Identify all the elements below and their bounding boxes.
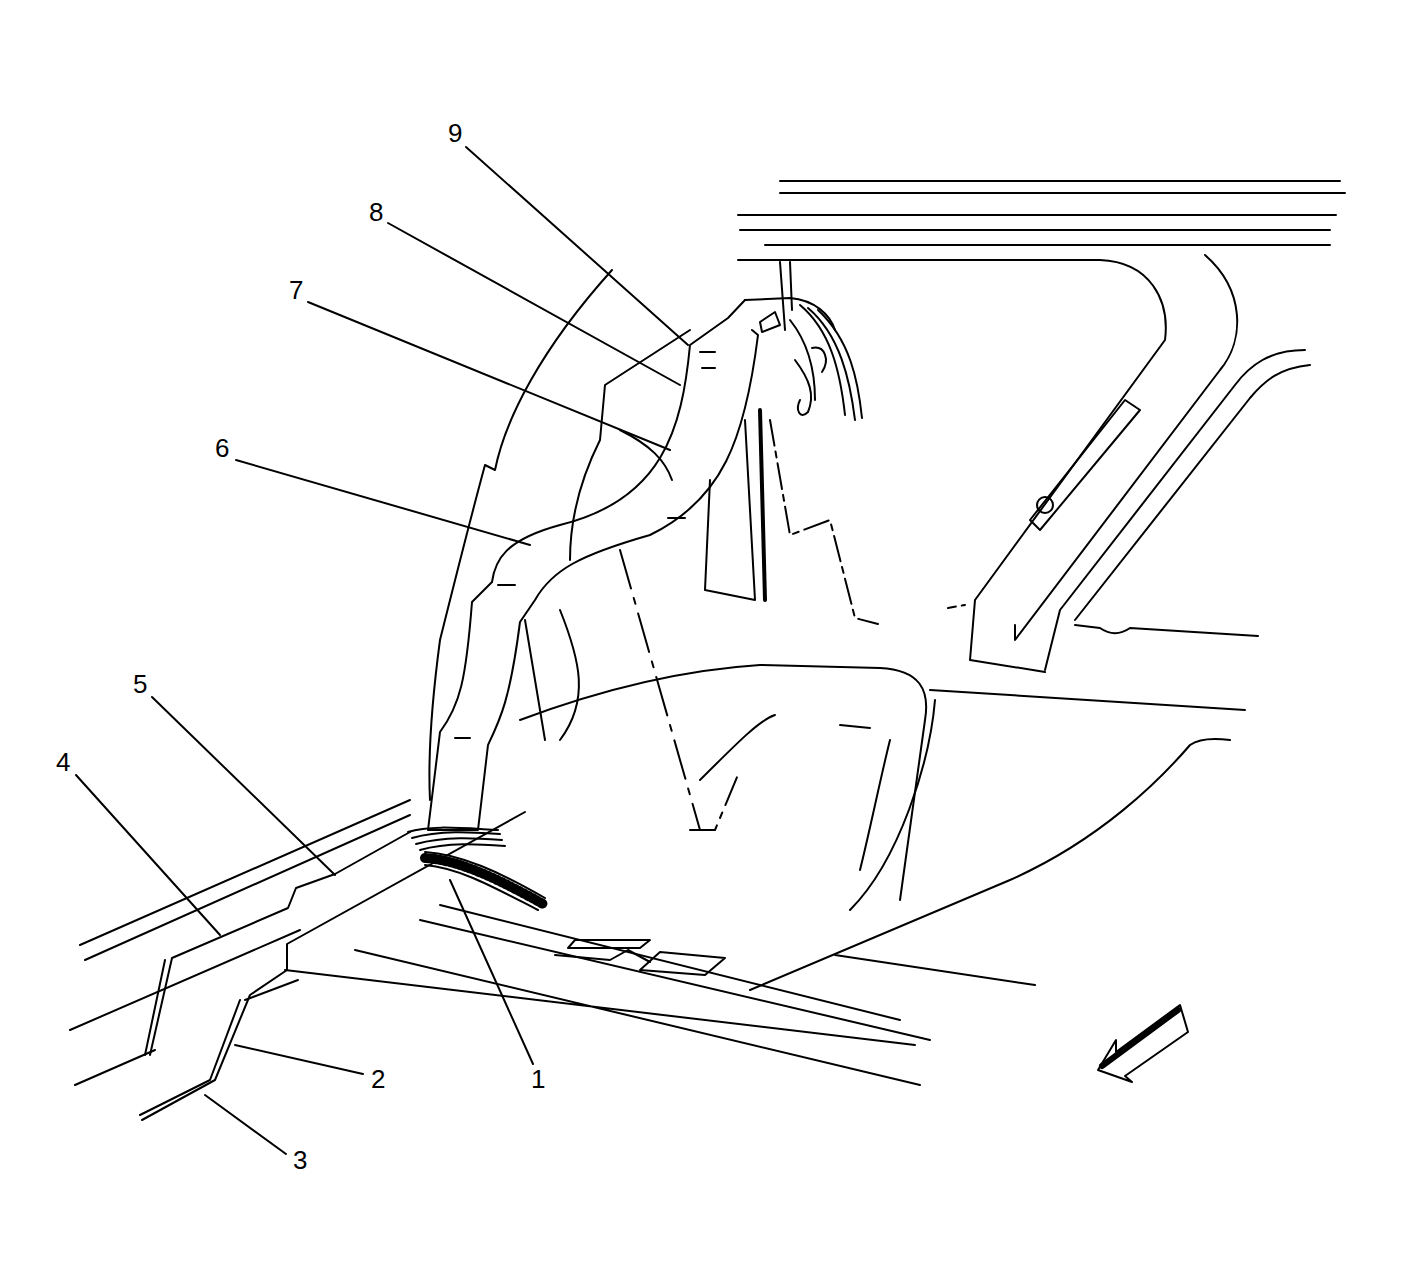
callout-number: 5 — [133, 671, 147, 697]
callout-number: 8 — [369, 199, 383, 225]
callout-number: 4 — [56, 749, 70, 775]
callout-number: 7 — [289, 277, 303, 303]
callout-number: 2 — [371, 1066, 385, 1092]
callout-number: 9 — [448, 120, 462, 146]
callout-number: 1 — [531, 1066, 545, 1092]
callout-number: 6 — [215, 435, 229, 461]
callout-number: 3 — [293, 1147, 307, 1173]
